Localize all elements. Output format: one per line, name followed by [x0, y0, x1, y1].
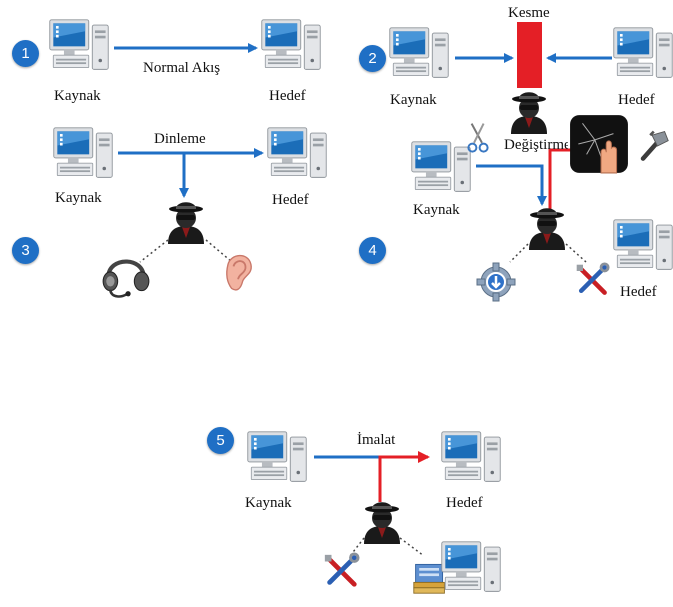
tools-icon [325, 554, 358, 584]
panel-number-badge: 1 [12, 40, 39, 67]
computer-icon [441, 541, 501, 592]
broken-screen-icon [569, 114, 629, 174]
source-label: Kaynak [54, 88, 101, 104]
panel-number-badge: 5 [207, 427, 234, 454]
hammer-icon [643, 132, 668, 159]
fabricated-flow-arrow [378, 451, 430, 502]
source-computer-icon [49, 19, 109, 70]
target-computer-icon [261, 19, 321, 70]
scissors-icon [467, 122, 489, 153]
target-label: Hedef [620, 284, 657, 300]
flow-arrow [476, 164, 547, 206]
tools-icon [577, 264, 609, 293]
panel-number-badge: 4 [359, 237, 386, 264]
target-computer-icon [613, 219, 673, 270]
headset-icon [103, 262, 149, 297]
source-label: Kaynak [413, 202, 460, 218]
hacker-icon [168, 202, 204, 244]
source-label: Kaynak [390, 92, 437, 108]
hacker-icon [511, 92, 547, 134]
panel-eavesdropping [53, 127, 327, 297]
interruption-barrier [517, 22, 542, 88]
attack-label: Değiştirme [504, 138, 568, 153]
target-computer-icon [267, 127, 327, 178]
source-computer-icon [53, 127, 113, 178]
flow-label: Normal Akış [143, 60, 221, 76]
source-computer-icon [389, 27, 449, 78]
source-label: Kaynak [55, 190, 102, 206]
hacker-icon [364, 502, 400, 544]
panel-number-badge: 3 [12, 237, 39, 264]
panel-normal-flow [49, 19, 321, 70]
target-label: Hedef [269, 88, 306, 104]
hacker-icon [529, 208, 565, 250]
target-label: Hedef [446, 495, 483, 511]
target-label: Hedef [618, 92, 655, 108]
server-stack-icon [413, 563, 445, 594]
panel-interruption [389, 22, 673, 134]
target-label: Hedef [272, 192, 309, 208]
attack-label: İmalat [357, 432, 396, 448]
ear-icon [225, 254, 253, 291]
target-computer-icon [613, 27, 673, 78]
panel-number-badge: 2 [359, 45, 386, 72]
source-label: Kaynak [245, 495, 292, 511]
source-computer-icon [247, 431, 307, 482]
gear-icon [476, 262, 516, 302]
attack-label: Dinleme [154, 131, 206, 147]
panel-fabrication [247, 431, 501, 594]
source-computer-icon [411, 141, 471, 192]
target-computer-icon [441, 431, 501, 482]
attack-label: Kesme [508, 5, 550, 21]
panel-modification [411, 114, 673, 302]
